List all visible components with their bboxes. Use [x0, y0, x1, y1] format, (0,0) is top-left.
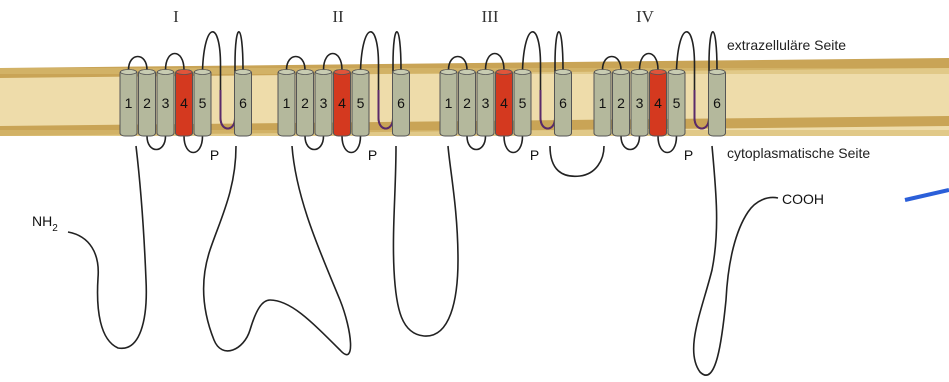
helix-number: 4	[338, 95, 346, 111]
helix-number: 5	[519, 95, 527, 111]
helix-S1: 1	[120, 70, 137, 137]
helix-S6: 6	[709, 70, 726, 137]
helix-S5: 5	[668, 70, 685, 137]
helix-number: 3	[636, 95, 644, 111]
helix-S6: 6	[393, 70, 410, 137]
helix-S5: 5	[194, 70, 211, 137]
helix-S1: 1	[440, 70, 457, 137]
helix-S6: 6	[555, 70, 572, 137]
helix-number: 5	[357, 95, 365, 111]
helix-S4: 4	[650, 70, 667, 137]
n-terminus-main: NH	[32, 213, 52, 229]
helix-number: 1	[445, 95, 453, 111]
helix-S2: 2	[613, 70, 630, 137]
helix-number: 2	[463, 95, 471, 111]
n-terminal-tail	[68, 146, 146, 348]
pore-label: P	[684, 147, 693, 163]
domain-numeral: II	[332, 7, 344, 26]
linker-II-III	[393, 146, 458, 336]
helix-number: 6	[397, 95, 405, 111]
pore-label: P	[530, 147, 539, 163]
extracellular-side-label: extrazelluläre Seite	[727, 37, 846, 53]
helix-number: 3	[482, 95, 490, 111]
helix-number: 5	[673, 95, 681, 111]
helix-number: 4	[500, 95, 508, 111]
helix-S3: 3	[157, 70, 174, 137]
helix-number: 4	[654, 95, 662, 111]
helix-S4: 4	[496, 70, 513, 137]
helix-S6: 6	[235, 70, 252, 137]
linker-III-IV	[550, 146, 604, 176]
c-terminal-tail	[694, 146, 778, 375]
helix-number: 1	[599, 95, 607, 111]
helix-number: 2	[301, 95, 309, 111]
n-terminus-label: NH2	[32, 213, 58, 234]
linker-I-II	[204, 146, 351, 355]
helix-S3: 3	[315, 70, 332, 137]
pore-label: P	[210, 147, 219, 163]
cytoplasmic-side-label: cytoplasmatische Seite	[727, 145, 870, 161]
helix-S4: 4	[334, 70, 351, 137]
helix-S5: 5	[514, 70, 531, 137]
helix-S3: 3	[477, 70, 494, 137]
helix-number: 3	[320, 95, 328, 111]
helix-number: 1	[283, 95, 291, 111]
helix-S2: 2	[139, 70, 156, 137]
helix-S4: 4	[176, 70, 193, 137]
helix-number: 5	[199, 95, 207, 111]
helix-S2: 2	[459, 70, 476, 137]
n-terminus-subscript: 2	[52, 223, 58, 234]
intracellular-loops	[68, 146, 778, 375]
helix-number: 4	[180, 95, 188, 111]
helix-number: 2	[143, 95, 151, 111]
helix-number: 6	[239, 95, 247, 111]
helix-number: 6	[559, 95, 567, 111]
helix-number: 6	[713, 95, 721, 111]
helix-S2: 2	[297, 70, 314, 137]
helix-S3: 3	[631, 70, 648, 137]
helix-number: 3	[162, 95, 170, 111]
c-terminus-label: COOH	[782, 191, 824, 207]
helix-number: 2	[617, 95, 625, 111]
helix-number: 1	[125, 95, 133, 111]
domain-numeral: I	[173, 7, 179, 26]
helix-S5: 5	[352, 70, 369, 137]
blue-pen-stroke	[905, 190, 949, 200]
pore-label: P	[368, 147, 377, 163]
helix-S1: 1	[278, 70, 295, 137]
helix-S1: 1	[594, 70, 611, 137]
domain-numeral: IV	[636, 7, 655, 26]
domain-numeral: III	[482, 7, 499, 26]
